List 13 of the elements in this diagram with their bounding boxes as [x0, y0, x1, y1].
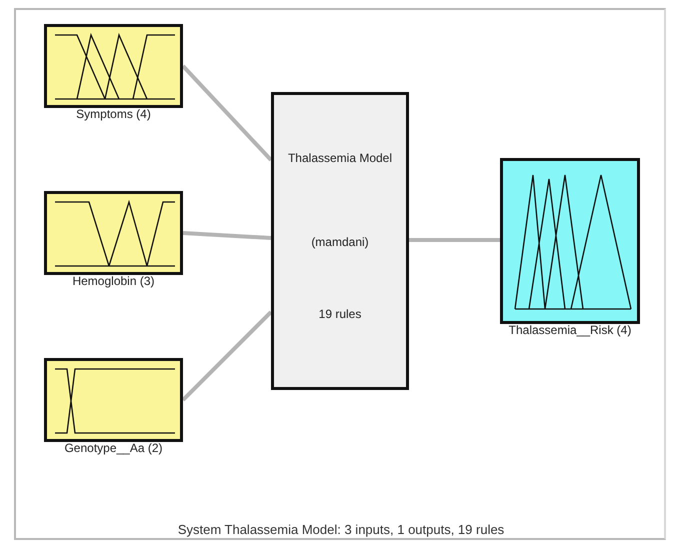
- system-detail: 19 rules: [318, 307, 362, 321]
- variable-label: Thalassemia__Risk (4): [508, 323, 632, 337]
- connector-line: [182, 310, 272, 402]
- variable-label: Genotype__Aa (2): [63, 441, 164, 455]
- variable-label: Symptoms (4): [75, 107, 152, 121]
- caption: System Thalassemia Model: 3 inputs, 1 outputs, 19 rules: [176, 522, 506, 537]
- connector-line: [182, 64, 272, 162]
- system-block: [271, 92, 409, 390]
- connector-line: [182, 231, 272, 240]
- system-name: Thalassemia Model: [286, 151, 394, 165]
- variable-label: Hemoglobin (3): [71, 274, 156, 288]
- connector-line: [409, 238, 500, 242]
- system-detail: (mamdani): [310, 235, 370, 249]
